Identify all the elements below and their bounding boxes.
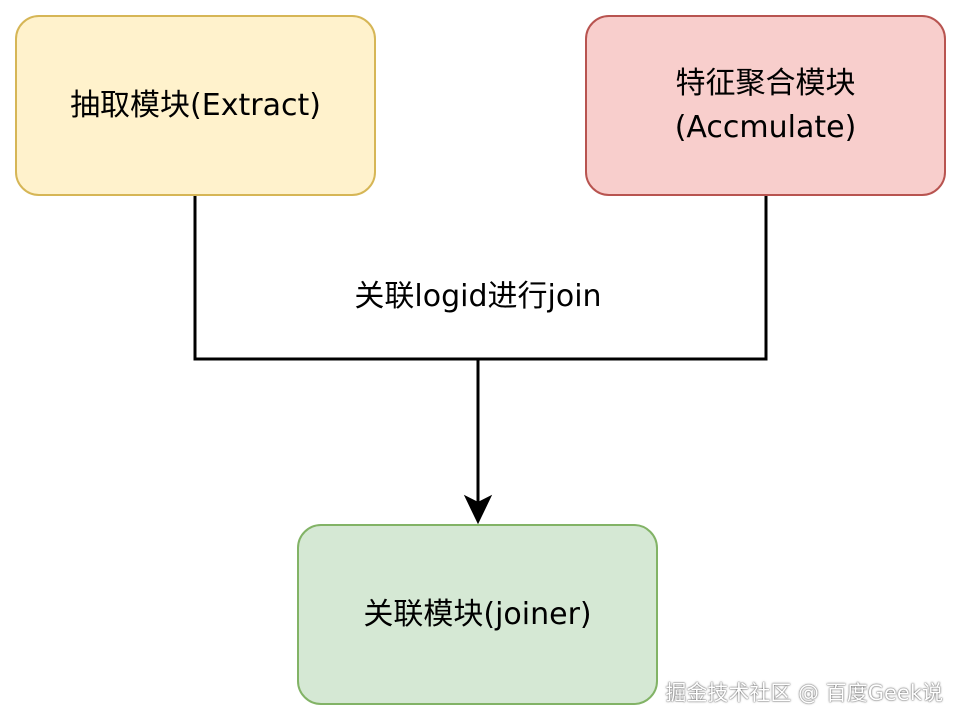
accumulate-module-node: 特征聚合模块 (Accmulate) [585,15,946,196]
join-edge-label: 关联logid进行join [300,275,656,319]
joiner-module-label: 关联模块(joiner) [363,596,592,632]
extract-module-node: 抽取模块(Extract) [15,15,376,196]
connector-bracket [193,196,768,361]
arrowhead-icon [463,494,493,525]
accumulate-module-label-line2: (Accmulate) [674,109,857,145]
accumulate-module-label-line1: 特征聚合模块 [675,65,856,101]
watermark-text: 掘金技术社区 @ 百度Geek说 [665,681,943,705]
joiner-module-node: 关联模块(joiner) [297,524,658,705]
extract-module-label: 抽取模块(Extract) [70,87,321,123]
